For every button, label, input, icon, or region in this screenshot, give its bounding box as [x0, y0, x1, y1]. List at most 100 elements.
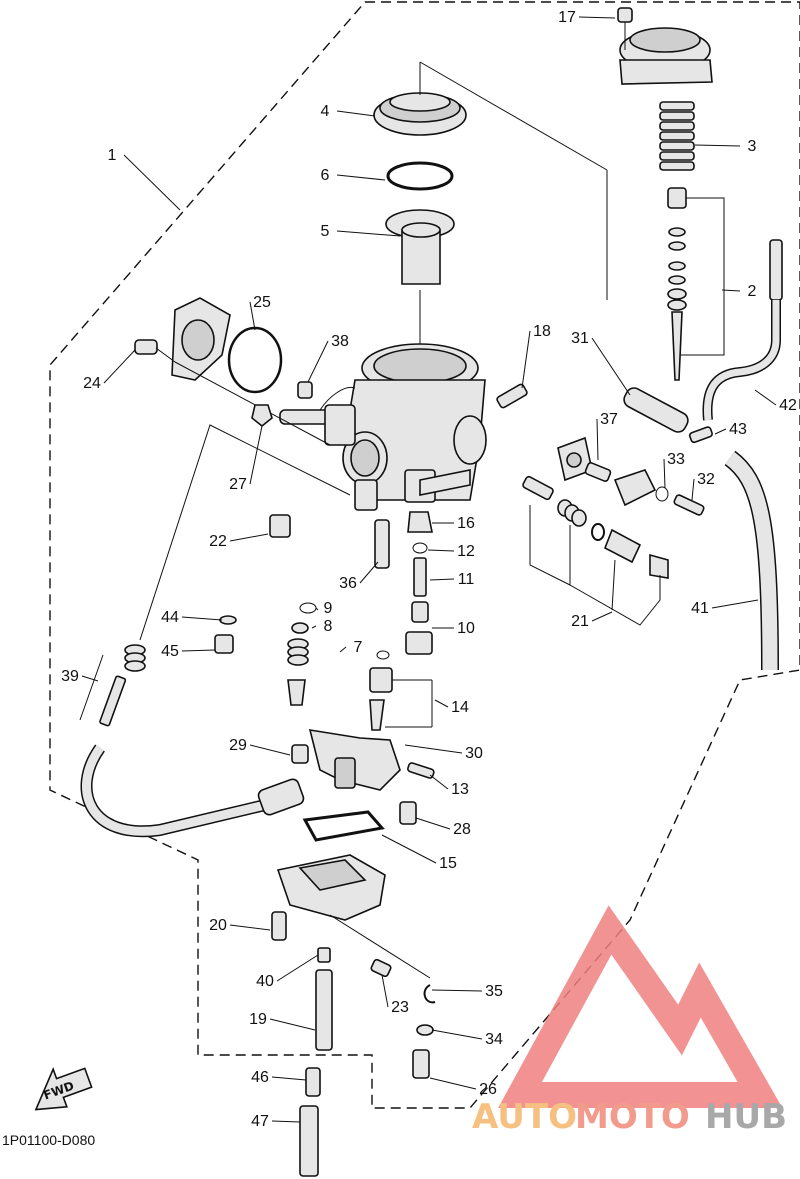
leader-line-35 [431, 989, 483, 992]
leader-line-29 [249, 744, 291, 756]
callout-label-37: 37 [600, 411, 618, 428]
leader-line-31 [591, 337, 631, 396]
left-column-group [79, 424, 351, 838]
leader-line-15 [381, 834, 437, 864]
callout-labels: 1234567891011121314151617181920212223242… [61, 9, 797, 1130]
leader-line-36 [359, 561, 379, 584]
callout-label-44: 44 [161, 609, 179, 626]
callout-label-4: 4 [321, 103, 330, 120]
callout-label-29: 29 [229, 737, 247, 754]
callout-label-18: 18 [533, 323, 551, 340]
callout-label-35: 35 [485, 983, 503, 1000]
callout-label-7: 7 [354, 639, 363, 656]
top-cover-group [617, 7, 725, 381]
callout-label-20: 20 [209, 917, 227, 934]
gasket-group [134, 297, 331, 446]
part-27 [251, 404, 273, 428]
float-group [291, 729, 435, 842]
leader-line-5 [336, 230, 401, 237]
leader-line-23 [381, 974, 389, 1008]
callout-label-10: 10 [457, 620, 475, 637]
leader-line-28 [415, 817, 451, 830]
callout-label-11: 11 [458, 571, 475, 588]
leader-line-42 [754, 389, 777, 406]
callout-label-17: 17 [558, 9, 576, 26]
leader-line-45 [181, 649, 216, 652]
callout-label-47: 47 [251, 1113, 269, 1130]
callout-label-6: 6 [321, 167, 330, 184]
assembly-boundary [49, 1, 800, 1109]
callout-label-43: 43 [729, 421, 747, 438]
callout-label-32: 32 [697, 471, 715, 488]
leader-line-25 [249, 301, 256, 331]
spring-21 [557, 499, 587, 527]
leader-line-32 [691, 478, 695, 501]
diaphragm-group [373, 61, 608, 345]
leader-line-11 [429, 578, 455, 581]
callout-label-24: 24 [83, 375, 101, 392]
leader-line-13 [429, 774, 449, 790]
spring-39 [124, 644, 146, 672]
right-side-group [522, 426, 713, 626]
leader-line-30 [404, 744, 463, 754]
callout-label-42: 42 [779, 397, 797, 414]
callout-label-2: 2 [748, 283, 757, 300]
leader-line-21 [591, 611, 613, 622]
callout-label-5: 5 [321, 223, 330, 240]
part-18 [496, 383, 528, 409]
drawing-code: 1P01100-D080 [2, 1132, 95, 1148]
callout-label-38: 38 [331, 333, 349, 350]
leader-line-12 [427, 549, 455, 552]
callout-label-12: 12 [457, 543, 475, 560]
leader-line-7 [339, 646, 347, 653]
watermark-text-auto: AUTO [472, 1097, 577, 1137]
callout-label-25: 25 [253, 294, 271, 311]
callout-label-33: 33 [667, 451, 685, 468]
leader-line-27 [249, 425, 263, 485]
leader-line-18 [521, 330, 531, 389]
callout-label-36: 36 [339, 575, 357, 592]
leader-line-6 [336, 174, 386, 181]
leader-line-3 [694, 144, 741, 147]
leader-line-33 [663, 458, 666, 489]
middle-column-group [369, 511, 433, 731]
leader-line-41 [711, 599, 759, 609]
leader-line-9 [315, 607, 319, 611]
callout-label-26: 26 [479, 1081, 497, 1098]
leader-line-19 [269, 1018, 316, 1031]
callout-label-22: 22 [209, 533, 227, 550]
watermark-text-hub: HUB [705, 1097, 787, 1137]
callout-label-31: 31 [571, 330, 589, 347]
callout-label-34: 34 [485, 1031, 503, 1048]
callout-label-30: 30 [465, 745, 483, 762]
leader-line-34 [431, 1029, 483, 1040]
leader-line-1 [123, 154, 181, 211]
leader-line-44 [181, 616, 223, 621]
part-31 [623, 387, 689, 433]
callout-label-15: 15 [439, 855, 457, 872]
callout-label-1: 1 [108, 147, 117, 164]
leader-line-37 [596, 418, 599, 461]
leader-line-8 [311, 625, 317, 629]
carburetor-body [279, 343, 487, 511]
leader-line-2 [721, 289, 741, 292]
callout-label-13: 13 [451, 781, 469, 798]
callout-label-23: 23 [391, 999, 409, 1016]
leader-line-38 [307, 340, 329, 383]
leader-line-47 [271, 1120, 301, 1123]
hose-group [702, 239, 783, 671]
part-38 [297, 381, 313, 399]
spring-3 [659, 101, 695, 171]
callout-label-40: 40 [256, 973, 274, 990]
watermark-triangle-icon [498, 905, 783, 1108]
leader-line-17 [578, 16, 616, 19]
float-bowl-group [271, 854, 436, 1177]
leader-lines [81, 16, 777, 1123]
callout-label-9: 9 [324, 600, 333, 617]
callout-label-19: 19 [249, 1011, 267, 1028]
callout-label-27: 27 [229, 476, 247, 493]
leader-line-26 [429, 1077, 477, 1090]
callout-label-28: 28 [453, 821, 471, 838]
leader-line-39 [81, 675, 99, 682]
